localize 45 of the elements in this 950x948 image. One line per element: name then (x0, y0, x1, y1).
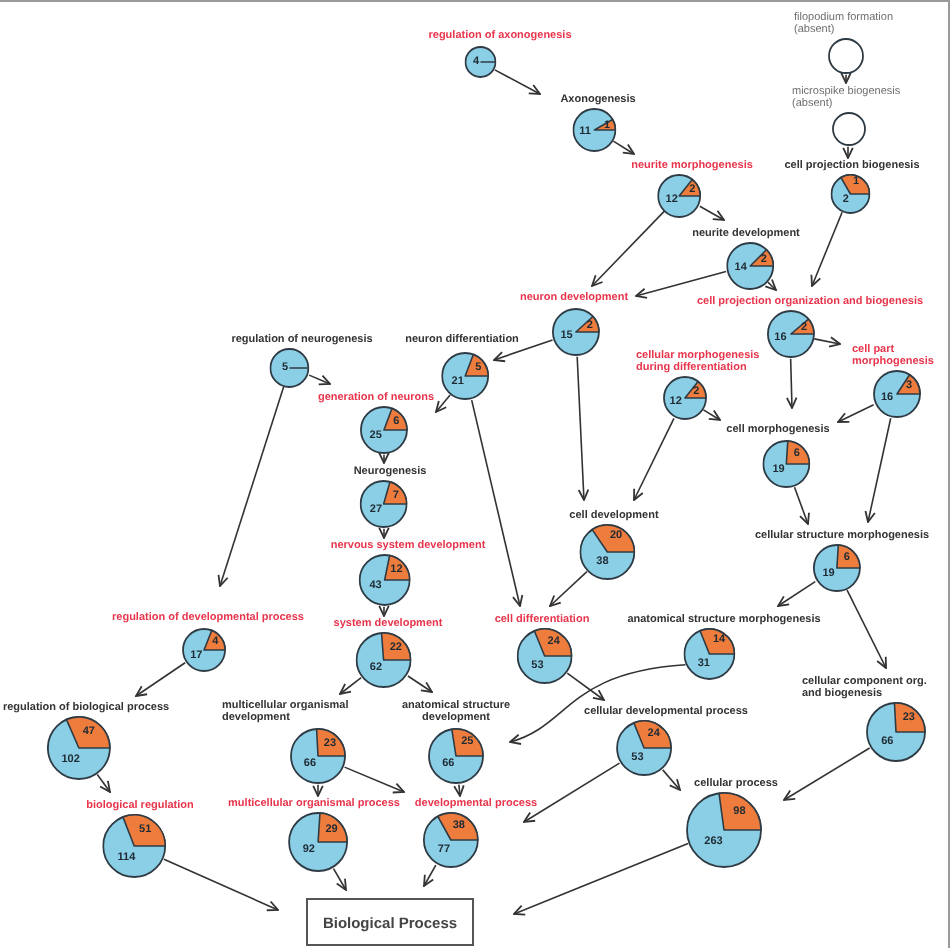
arrow (217, 386, 285, 587)
arrow (777, 580, 817, 607)
arrow (783, 747, 871, 801)
arrow (378, 451, 390, 464)
arrow (163, 858, 279, 912)
arrow (699, 205, 725, 221)
arrow (435, 394, 451, 413)
arrow (612, 140, 635, 155)
arrow (764, 278, 777, 291)
arrow (96, 773, 111, 793)
arrow (509, 664, 687, 745)
arrow (378, 604, 390, 617)
arrow (810, 211, 843, 287)
arrow (523, 762, 621, 823)
arrow (135, 662, 186, 697)
arrow (513, 842, 689, 916)
arrow (842, 146, 854, 159)
arrow (332, 867, 347, 891)
arrow (308, 374, 331, 386)
arrow (591, 210, 665, 287)
arrow (661, 769, 681, 791)
arrow (494, 69, 541, 95)
arrow (813, 336, 841, 348)
root-term-box (306, 898, 474, 946)
arrow (793, 486, 810, 525)
arrow (635, 270, 727, 299)
arrow (453, 783, 465, 797)
arrow (702, 409, 721, 421)
arrow (470, 399, 524, 607)
arrow (339, 676, 362, 695)
arrow (846, 589, 887, 669)
arrow (423, 864, 437, 887)
arrow (633, 417, 675, 501)
arrow (566, 672, 605, 701)
arrow (343, 766, 405, 794)
arrow (576, 355, 590, 501)
arrow (864, 417, 892, 523)
arrow (493, 339, 554, 363)
arrow (378, 526, 390, 539)
arrow (407, 675, 433, 693)
arrow (786, 358, 798, 409)
arrow (840, 71, 852, 84)
arrow (837, 403, 875, 423)
arrow (312, 784, 324, 797)
arrow (549, 570, 588, 607)
